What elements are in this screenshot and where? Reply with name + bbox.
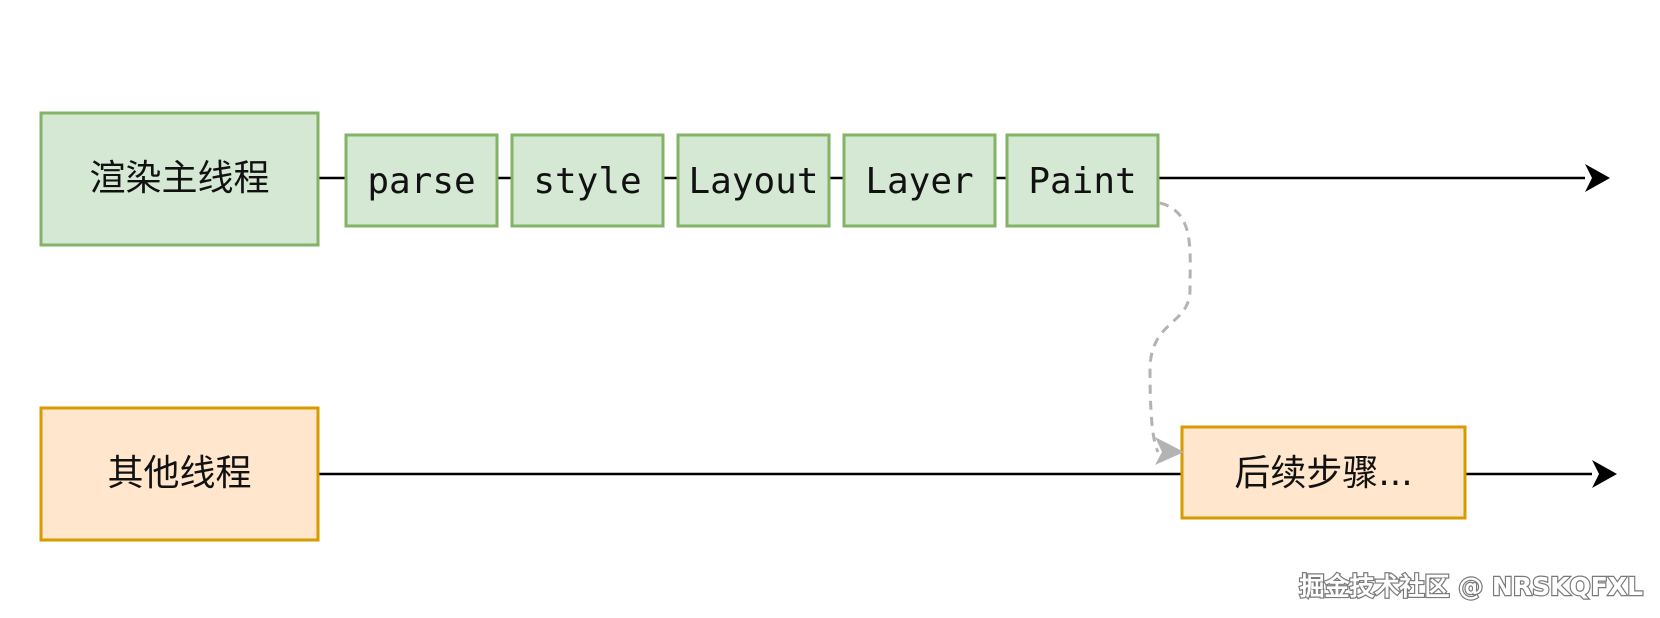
stage-layout: Layout: [676, 133, 831, 228]
stage-parse: parse: [344, 133, 499, 228]
stage-label: Paint: [1028, 161, 1136, 202]
next-step-box: [1180, 425, 1467, 520]
stage-layer: Layer: [842, 133, 997, 228]
next-step-label: 后续步骤...: [1234, 453, 1412, 494]
handoff-arrowhead: [1155, 437, 1184, 465]
other-thread-box: [39, 406, 320, 542]
other-thread-arrowhead: [1592, 460, 1617, 488]
other-thread-label: 其他线程: [107, 453, 251, 494]
handoff-dashed-arrow: [1148, 201, 1192, 453]
stage-paint: Paint: [1005, 133, 1160, 228]
stage-label: Layer: [865, 161, 973, 202]
main-thread-arrowhead: [1585, 164, 1610, 192]
watermark-text: 掘金技术社区 @ NRSKQFXL: [1300, 572, 1644, 601]
main-thread-label: 渲染主线程: [89, 158, 269, 199]
main-thread-box: [39, 111, 320, 247]
stage-style: style: [510, 133, 665, 228]
stage-label: parse: [367, 161, 475, 202]
stage-label: style: [533, 161, 641, 202]
stage-label: Layout: [688, 161, 818, 202]
